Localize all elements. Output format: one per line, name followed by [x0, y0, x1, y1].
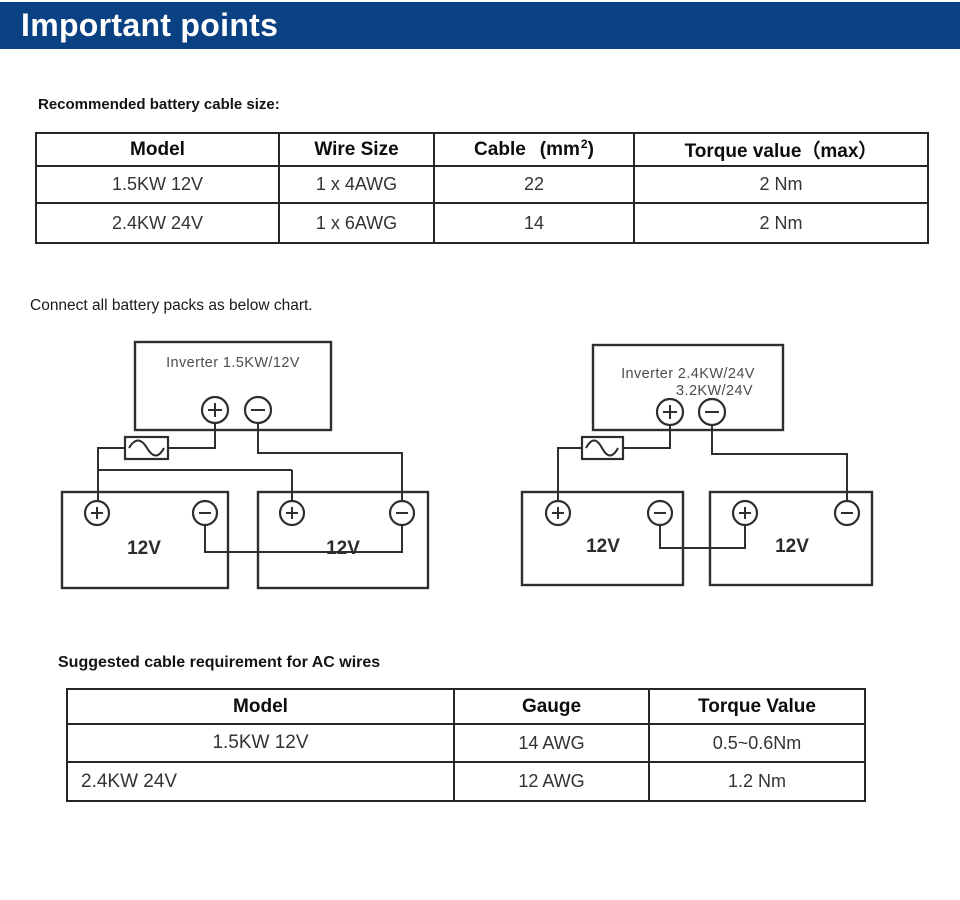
col-header-gauge: Gauge — [455, 690, 650, 725]
connect-note: Connect all battery packs as below chart… — [30, 297, 313, 314]
table-cell-torque: 2 Nm — [635, 167, 927, 204]
cable-unit-superscript: 2 — [580, 136, 588, 151]
wire — [257, 423, 403, 501]
table-cell-model: 2.4KW 24V — [68, 763, 455, 800]
table-cell-model: 1.5KW 12V — [68, 725, 455, 763]
plus-terminal-icon — [655, 397, 685, 427]
wire — [204, 525, 403, 553]
minus-terminal-icon — [243, 395, 273, 425]
wire — [557, 447, 582, 501]
minus-terminal-icon — [388, 499, 416, 527]
col-header-wire-size: Wire Size — [280, 134, 435, 167]
plus-terminal-icon — [731, 499, 759, 527]
ac-wires-table: Model Gauge Torque Value 1.5KW 12V 14 AW… — [66, 688, 866, 802]
table-cell-torque: 2 Nm — [759, 212, 803, 233]
inverter-label: Inverter 1.5KW/12V — [166, 355, 300, 371]
table-cell-cable: 22 — [435, 167, 635, 204]
battery-cable-table: Model Wire Size Cable (mm2) Torque value… — [35, 132, 929, 244]
inverter-box — [591, 343, 785, 432]
inverter-label-line2: 3.2KW/24V — [676, 383, 753, 399]
table-cell-model: 2.4KW 24V — [37, 204, 280, 242]
minus-terminal-icon — [646, 499, 674, 527]
page-title: Important points — [21, 7, 279, 43]
col-header-cable: Cable (mm2) — [435, 134, 635, 167]
table-cell-gauge: 14 AWG — [455, 725, 650, 763]
col-header-torque: Torque Value — [650, 690, 864, 725]
col-header-model: Model — [68, 690, 455, 725]
minus-terminal-icon — [833, 499, 861, 527]
table-cell-wire-size: 1 x 6AWG — [280, 204, 435, 242]
battery-box — [256, 490, 430, 590]
wire — [168, 423, 216, 449]
battery-box — [520, 490, 685, 587]
cable-unit: (mm2) — [539, 136, 594, 160]
wiring-diagram-24v-series: Inverter 2.4KW/24V 3.2KW/24V — [520, 343, 874, 587]
battery-box — [60, 490, 230, 590]
ac-wires-heading: Suggested cable requirement for AC wires — [58, 654, 381, 671]
page-header: Important points — [0, 2, 960, 49]
table-cell-torque: 0.5~0.6Nm — [650, 725, 864, 763]
table-cell-model: 1.5KW 12V — [37, 167, 280, 204]
fuse-icon — [580, 435, 625, 461]
battery-label: 12V — [586, 536, 620, 557]
minus-terminal-icon — [697, 397, 727, 427]
plus-terminal-icon — [544, 499, 572, 527]
cable-label: Cable — [474, 138, 526, 160]
inverter-label-line1: Inverter 2.4KW/24V — [621, 366, 755, 382]
battery-label: 12V — [775, 536, 809, 557]
table-cell-torque: 1.2 Nm — [727, 771, 787, 791]
wire — [623, 425, 671, 449]
plus-terminal-icon — [200, 395, 230, 425]
col-header-model: Model — [37, 134, 280, 167]
battery-label: 12V — [127, 538, 161, 559]
battery-cable-heading: Recommended battery cable size: — [38, 96, 280, 113]
wire — [659, 525, 746, 549]
table-cell-gauge: 12 AWG — [455, 763, 650, 800]
wiring-diagram-12v-parallel: Inverter 1.5KW/12V — [60, 340, 430, 590]
battery-label: 12V — [326, 538, 360, 559]
plus-terminal-icon — [83, 499, 111, 527]
inverter-box — [133, 340, 333, 432]
plus-terminal-icon — [278, 499, 306, 527]
table-cell-wire-size: 1 x 4AWG — [280, 167, 435, 204]
fuse-icon — [123, 435, 170, 461]
battery-box — [708, 490, 874, 587]
table-cell-cable: 14 — [435, 204, 635, 242]
wire — [97, 447, 292, 471]
minus-terminal-icon — [191, 499, 219, 527]
wire — [711, 425, 848, 501]
col-header-torque: Torque value（max） — [635, 134, 927, 167]
